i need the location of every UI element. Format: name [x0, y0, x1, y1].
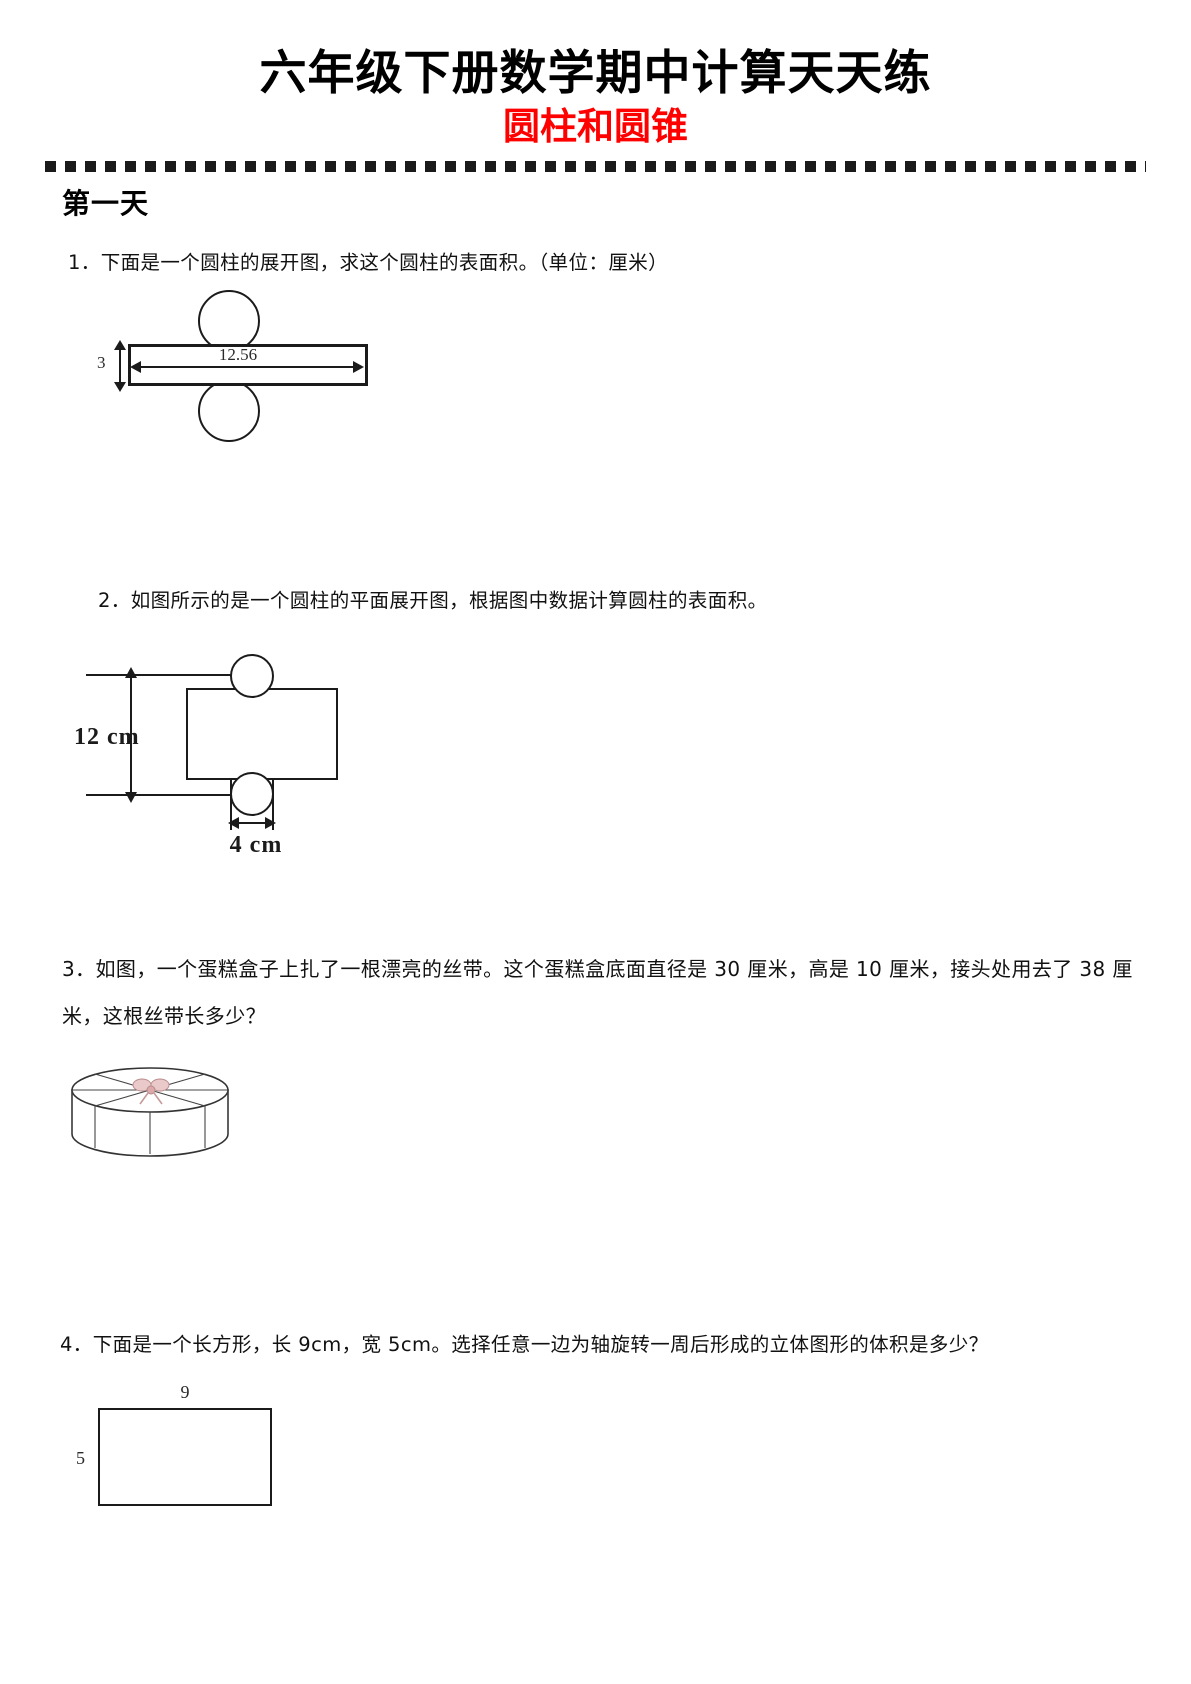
- width-dimension-label: 5: [76, 1448, 85, 1469]
- question-1-text: 1．下面是一个圆柱的展开图，求这个圆柱的表面积。（单位：厘米）: [68, 251, 669, 275]
- dotted-divider: [45, 161, 1146, 173]
- question-2-figure: 12 cm 4 cm: [74, 646, 466, 876]
- circle-top-icon: [198, 290, 260, 353]
- rectangle-shape: [98, 1408, 272, 1507]
- net-rectangle: [186, 688, 338, 781]
- question-4-text: 4．下面是一个长方形，长 9cm，宽 5cm。选择任意一边为轴旋转一周后形成的立…: [60, 1333, 989, 1357]
- question-1-figure: 12.56 3: [88, 290, 388, 456]
- question-3: 3．如图，一个蛋糕盒子上扎了一根漂亮的丝带。这个蛋糕盒底面直径是 30 厘米，高…: [0, 946, 1191, 1176]
- circle-bottom-icon: [198, 380, 260, 443]
- height-dimension-label: 3: [97, 353, 106, 373]
- horizontal-dimension-arrow-icon: [228, 817, 276, 830]
- spacer-answer-area-2: [0, 876, 1191, 946]
- spacer-answer-area-3: [0, 1176, 1191, 1326]
- page-subtitle: 圆柱和圆锥: [503, 104, 688, 148]
- width-dimension-label: 12.56: [218, 345, 258, 365]
- question-3-figure: [62, 1056, 262, 1176]
- question-4: 4．下面是一个长方形，长 9cm，宽 5cm。选择任意一边为轴旋转一周后形成的立…: [0, 1326, 1191, 1520]
- question-2-text: 2．如图所示的是一个圆柱的平面展开图，根据图中数据计算圆柱的表面积。: [98, 589, 768, 613]
- top-guide-line: [86, 674, 258, 677]
- page-title: 六年级下册数学期中计算天天练: [259, 46, 932, 101]
- question-4-figure: 9 5: [70, 1380, 330, 1520]
- length-dimension-label: 9: [180, 1382, 190, 1403]
- question-1: 1．下面是一个圆柱的展开图，求这个圆柱的表面积。（单位：厘米） 12.56 3: [0, 244, 1191, 456]
- cake-box-icon: [71, 1067, 229, 1158]
- day-heading: 第一天: [62, 187, 150, 221]
- diameter-extension-left: [230, 780, 232, 831]
- question-2: 2．如图所示的是一个圆柱的平面展开图，根据图中数据计算圆柱的表面积。 12 cm…: [0, 582, 1191, 876]
- circle-top-icon: [230, 654, 274, 699]
- bottom-guide-line: [86, 794, 258, 797]
- net-rectangle-fill: [131, 347, 365, 384]
- height-dimension-label: 12 cm: [74, 724, 140, 751]
- circle-bottom-icon: [230, 772, 274, 817]
- diameter-dimension-label: 4 cm: [229, 832, 283, 859]
- vertical-dimension-arrow-icon: [125, 667, 137, 804]
- question-3-text: 3．如图，一个蛋糕盒子上扎了一根漂亮的丝带。这个蛋糕盒底面直径是 30 厘米，高…: [62, 957, 1133, 1029]
- horizontal-dimension-arrow-icon: [130, 361, 364, 374]
- spacer-answer-area-1: [0, 456, 1191, 582]
- vertical-dimension-arrow-icon: [114, 340, 126, 393]
- diameter-extension-right: [272, 780, 274, 831]
